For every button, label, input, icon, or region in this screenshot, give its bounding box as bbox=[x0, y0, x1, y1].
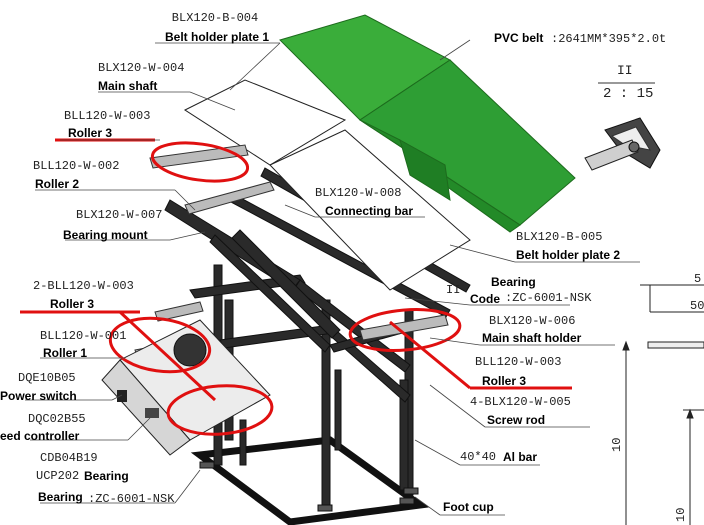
callout-name-roller-1: Roller 1 bbox=[43, 346, 88, 360]
callout-code-power-switch: DQE10B05 bbox=[18, 371, 76, 385]
callout-code-bearing-mount: BLX120-W-007 bbox=[76, 208, 163, 222]
callout-name-screw-rod: Screw rod bbox=[487, 413, 546, 427]
dimension-10-left: 10 bbox=[610, 437, 624, 452]
belt-holder-plate-2 bbox=[269, 129, 471, 291]
side-dimension-drawing bbox=[622, 284, 704, 525]
callout-name-bearing-mount: Bearing mount bbox=[63, 228, 148, 242]
callout-code-connecting-bar: BLX120-W-008 bbox=[315, 186, 402, 200]
roller-highlights bbox=[108, 141, 462, 436]
dimension-50: 50 bbox=[690, 299, 704, 313]
detail-view-id: II bbox=[617, 63, 633, 78]
callout-name-roller-3-top: Roller 3 bbox=[68, 126, 113, 140]
callout-code-bearing-bottom: :ZC-6001-NSK bbox=[88, 492, 175, 506]
callout-prefix-code: Code bbox=[470, 292, 500, 306]
callout-code-roller-3-right: BLL120-W-003 bbox=[475, 355, 562, 369]
callout-name-bearing-right: Bearing bbox=[491, 275, 536, 289]
callout-name-belt-holder-plate-2: Belt holder plate 2 bbox=[516, 248, 621, 262]
callout-code-ucp202: UCP202 bbox=[36, 469, 80, 483]
callout-name-ucp202-bearing: Bearing bbox=[84, 469, 129, 483]
callout-name-main-shaft: Main shaft bbox=[98, 79, 158, 93]
callout-name-speed-controller: eed controller bbox=[0, 429, 80, 443]
section-marker: II bbox=[446, 283, 461, 297]
callout-code-screw-rod: 4-BLX120-W-005 bbox=[470, 395, 571, 409]
callout-name-al-bar: Al bar bbox=[503, 450, 538, 464]
pvc-belt bbox=[279, 14, 576, 233]
callout-name-bearing-bottom: Bearing bbox=[38, 490, 83, 504]
callout-code-main-shaft: BLX120-W-004 bbox=[98, 61, 185, 75]
callout-name-roller-2: Roller 2 bbox=[35, 177, 80, 191]
callout-name-foot-cup: Foot cup bbox=[443, 500, 494, 514]
callout-name-connecting-bar: Connecting bar bbox=[325, 204, 414, 218]
callout-code-main-shaft-holder: BLX120-W-006 bbox=[489, 314, 576, 328]
detail-view-scale: 2 : 15 bbox=[603, 86, 654, 102]
callout-name-belt-holder-plate-1: Belt holder plate 1 bbox=[164, 30, 270, 44]
leader-lines bbox=[25, 39, 640, 516]
callout-code-roller-2: BLL120-W-002 bbox=[33, 159, 120, 173]
callout-code-al-bar: 40*40 bbox=[460, 450, 497, 464]
callout-code-belt-holder-plate-1: BLX120-B-004 bbox=[171, 11, 259, 25]
pvc-belt-name: PVC belt bbox=[494, 31, 544, 45]
callout-name-roller-3-right: Roller 3 bbox=[482, 374, 527, 388]
callout-name-roller-3-left: Roller 3 bbox=[50, 297, 95, 311]
callout-code-roller-3-left: 2-BLL120-W-003 bbox=[33, 279, 134, 293]
callout-name-main-shaft-holder: Main shaft holder bbox=[482, 331, 582, 345]
foot-cups bbox=[199, 461, 419, 512]
callout-code-speed-controller: DQC02B55 bbox=[28, 412, 86, 426]
dimension-10-right: 10 bbox=[674, 507, 688, 522]
dimension-5: 5 bbox=[694, 272, 702, 286]
callout-code-roller-1: BLL120-W-001 bbox=[40, 329, 127, 343]
callout-code-bearing-right: :ZC-6001-NSK bbox=[505, 291, 592, 305]
callout-name-power-switch: Power switch bbox=[0, 389, 77, 403]
callout-code-belt-holder-plate-2: BLX120-B-005 bbox=[516, 230, 603, 244]
detail-view-ii bbox=[584, 82, 661, 171]
pvc-belt-spec: :2641MM*395*2.0t bbox=[551, 32, 667, 46]
callout-code-roller-3-top: BLL120-W-003 bbox=[64, 109, 151, 123]
callout-code-cdb04b19: CDB04B19 bbox=[40, 451, 98, 465]
